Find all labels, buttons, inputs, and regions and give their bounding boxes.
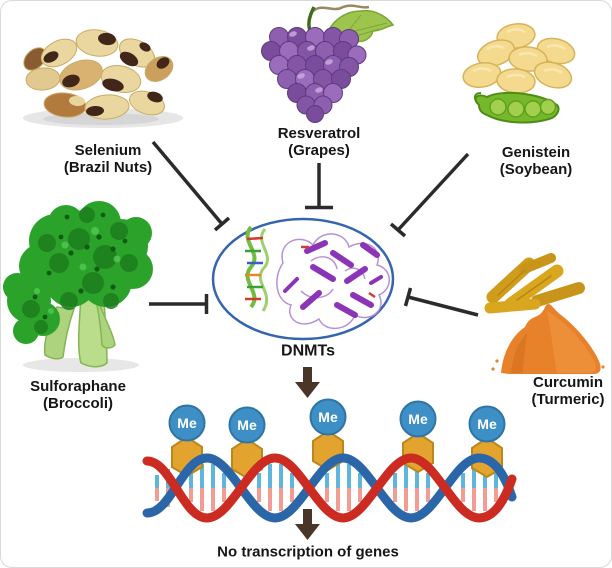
inhibition-line-genistein bbox=[389, 152, 470, 238]
soybeans-image bbox=[462, 23, 576, 124]
label-outcome: No transcription of genes bbox=[217, 544, 399, 561]
arrow-dna-to-outcome bbox=[295, 509, 320, 540]
inhibition-line-resveratrol bbox=[305, 163, 333, 210]
label-resveratrol: Resveratrol (Grapes) bbox=[278, 125, 361, 159]
inhibition-line-curcumin bbox=[403, 287, 479, 317]
compound-source: (Brazil Nuts) bbox=[63, 159, 153, 176]
brazil-nuts-image bbox=[23, 29, 183, 128]
compound-source: (Soybean) bbox=[499, 161, 573, 178]
compound-name: Sulforaphane bbox=[30, 378, 126, 395]
label-selenium: Selenium (Brazil Nuts) bbox=[64, 142, 152, 176]
compound-name: Selenium bbox=[74, 142, 142, 159]
turmeric-image bbox=[484, 253, 605, 374]
arrow-dnmt-to-dna bbox=[295, 367, 320, 398]
methyl-label: Me bbox=[408, 411, 428, 427]
inhibition-line-sulforaphane bbox=[149, 294, 209, 314]
outcome-text: No transcription of genes bbox=[217, 543, 399, 561]
inhibition-line-selenium bbox=[151, 140, 231, 232]
label-curcumin: Curcumin (Turmeric) bbox=[531, 374, 604, 408]
methyl-group: Me bbox=[309, 398, 347, 472]
compound-name: Genistein bbox=[501, 144, 571, 161]
target-label: DNMTs bbox=[281, 342, 335, 360]
label-sulforaphane: Sulforaphane (Broccoli) bbox=[30, 378, 126, 412]
label-dnmts: DNMTs bbox=[281, 343, 335, 360]
label-genistein: Genistein (Soybean) bbox=[500, 144, 573, 178]
methylated-dna: Me Me Me Me Me bbox=[142, 398, 517, 523]
methyl-group: Me bbox=[468, 405, 506, 479]
grapes-image bbox=[261, 4, 395, 123]
methyl-label: Me bbox=[318, 409, 338, 425]
dnmts-oval bbox=[211, 217, 395, 341]
compound-source: (Turmeric) bbox=[531, 391, 605, 408]
compound-name: Resveratrol bbox=[277, 125, 361, 142]
methyl-label: Me bbox=[477, 416, 497, 432]
methyl-label: Me bbox=[177, 415, 197, 431]
methyl-label: Me bbox=[237, 417, 257, 433]
compound-name: Curcumin bbox=[532, 374, 604, 391]
dna-strand-red bbox=[142, 453, 517, 523]
dnmt-protein-image bbox=[245, 225, 390, 329]
broccoli-image bbox=[3, 201, 153, 372]
dna-strand-blue bbox=[142, 453, 517, 523]
compound-source: (Broccoli) bbox=[42, 395, 114, 412]
compound-source: (Grapes) bbox=[288, 142, 350, 159]
